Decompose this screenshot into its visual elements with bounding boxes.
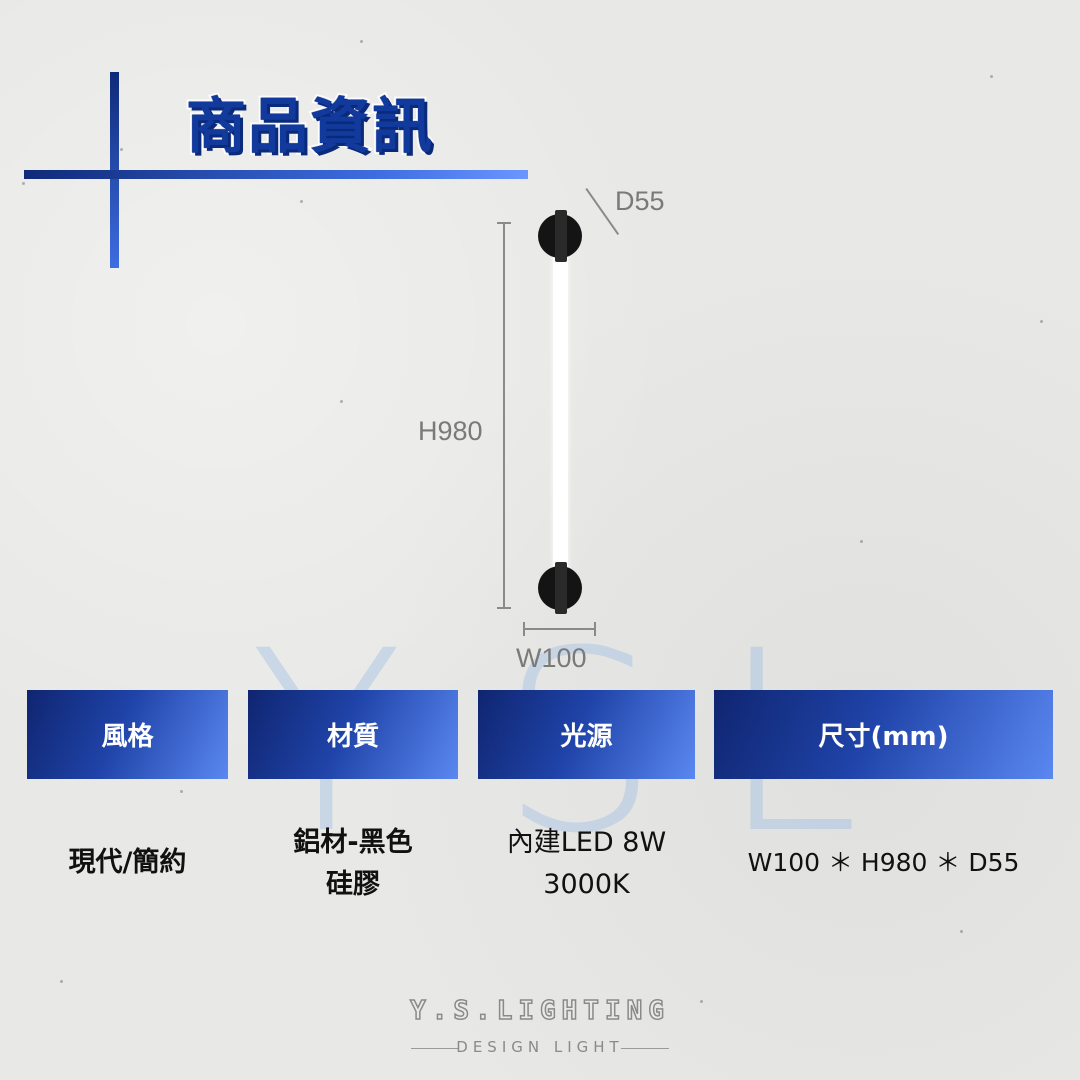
spec-value-light-source-line-1: 內建LED 8W bbox=[506, 827, 667, 858]
spec-header-dimensions: 尺寸(mm) bbox=[714, 690, 1053, 779]
height-dimension-cap-bottom bbox=[497, 607, 511, 609]
lamp-bottom-bracket bbox=[555, 562, 567, 614]
tagline-rule-right bbox=[621, 1048, 669, 1049]
tagline-rule-left bbox=[411, 1048, 459, 1049]
title-horizontal-rule bbox=[24, 170, 528, 179]
height-dimension-cap-top bbox=[497, 222, 511, 224]
spec-value-material-line-1: 鋁材-黑色 bbox=[293, 827, 413, 858]
spec-header-material: 材質 bbox=[248, 690, 458, 779]
width-dimension-cap-right bbox=[594, 622, 596, 636]
spec-value-dimensions: W100 ＊ H980 ＊ D55 bbox=[747, 848, 1020, 877]
page-title: 商品資訊 bbox=[184, 90, 434, 164]
lamp-light-tube bbox=[553, 240, 568, 586]
lamp-top-bracket bbox=[555, 210, 567, 262]
spec-value-light-source-line-2: 3000K bbox=[543, 869, 630, 900]
brand-logo: Y.S.LIGHTING bbox=[409, 995, 670, 1027]
spec-value-material-line-2: 硅膠 bbox=[326, 869, 380, 900]
depth-label: D55 bbox=[615, 186, 665, 216]
height-dimension-line bbox=[503, 222, 505, 608]
spec-header-style: 風格 bbox=[27, 690, 228, 779]
width-dimension-line bbox=[523, 628, 595, 630]
width-dimension-cap-left bbox=[523, 622, 525, 636]
brand-tagline: DESIGN LIGHT bbox=[456, 1038, 624, 1056]
spec-value-style: 現代/簡約 bbox=[68, 847, 187, 878]
width-label: W100 bbox=[516, 643, 587, 673]
spec-header-light-source: 光源 bbox=[478, 690, 695, 779]
height-label: H980 bbox=[418, 416, 483, 446]
